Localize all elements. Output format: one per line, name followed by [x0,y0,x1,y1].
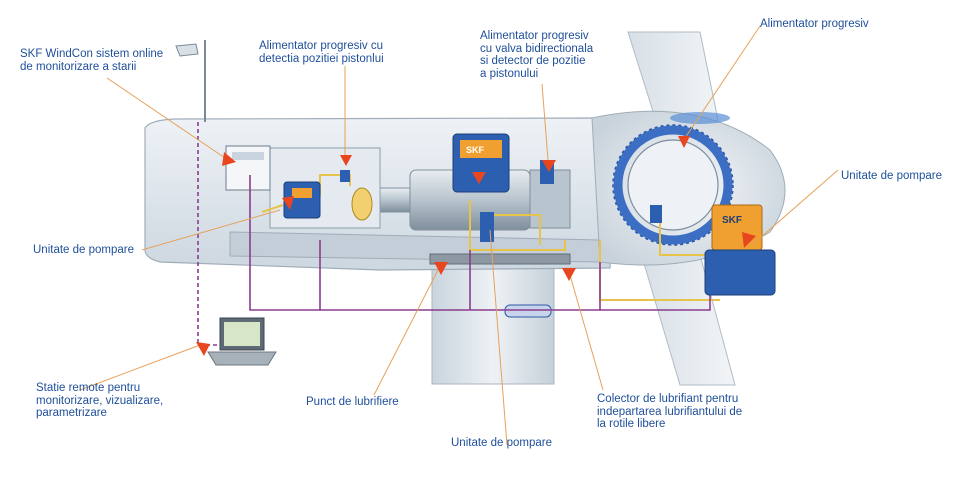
marker-feeder-right [678,136,690,148]
marker-feeder-valve [542,160,556,172]
pump-unit-left [283,181,321,219]
label-pump-bottom: Unitate de pompare [451,437,553,449]
marker-remote [196,342,210,356]
laptop-icon [207,317,277,366]
feeder-block-2 [480,212,494,242]
label-windcon: SKF WindCon sistem online de monitorizar… [20,48,164,73]
marker-lube-point [434,262,448,275]
marker-pump-bottom [472,172,486,184]
marker-feeder-piston [340,155,352,166]
marker-windcon [222,152,236,166]
label-feeder-right: Alimentator progresiv [760,18,869,30]
label-pump-left: Unitate de pompare [33,244,135,256]
svg-text:SKF: SKF [722,215,742,226]
pump-unit-right: SKF [704,204,776,296]
hub-ring [613,125,733,245]
label-pump-right: Unitate de pompare [841,170,943,182]
tower [431,261,555,385]
svg-text:SKF: SKF [466,145,485,155]
marker-collector [562,268,576,281]
feeder-block-3 [650,205,662,223]
feeder-block-1 [340,170,350,182]
marker-pump-left [282,196,294,210]
pump-unit-center: SKF [452,133,510,193]
marker-pump-right [742,232,756,248]
anemometer-icon [175,43,199,57]
signal-lines [197,122,711,346]
label-lube-point: Punct de lubrifiere [306,396,399,408]
yaw-gear [429,253,571,265]
callout-markers [196,136,756,356]
label-feeder-valve: Alimentator progresiv cu valva bidirecti… [480,30,594,80]
label-collector: Colector de lubrifiant pentru indepartar… [597,393,743,430]
leader-lines [79,25,839,446]
label-feeder-piston: Alimentator progresiv cu detectia poziti… [259,40,384,65]
label-remote-station: Statie remote pentru monitorizare, vizua… [36,382,164,419]
